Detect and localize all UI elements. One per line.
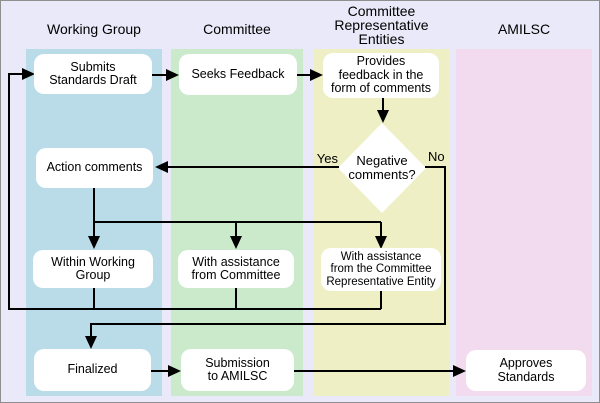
node-provides-feedback: Provides feedback in the form of comment… [323, 53, 439, 98]
lane-title-committee-representative-entities: Committee Representative Entities [334, 3, 429, 47]
node-seeks-feedback: Seeks Feedback [179, 54, 297, 95]
lane-title-working-group: Working Group [47, 21, 141, 37]
node-finalized: Finalized [34, 349, 151, 391]
yes-label: Yes [316, 151, 338, 166]
lane-committee-representative-entities [314, 49, 449, 396]
node-submits-standards-draft: Submits Standards Draft [34, 54, 152, 94]
node-submission-to-amilsc: Submission to AMILSC [181, 349, 294, 391]
node-approves-standards: Approves Standards [466, 350, 586, 391]
node-within-working-group: Within Working Group [33, 250, 153, 288]
decision-text: Negative comments? [348, 153, 416, 182]
node-action-comments: Action comments [36, 148, 153, 188]
lane-title-committee: Committee [203, 21, 271, 37]
lane-amilsc [456, 49, 592, 396]
lane-working-group [26, 49, 162, 396]
node-with-assistance-committee: With assistance from Committee [178, 250, 294, 288]
lane-committee [171, 49, 303, 396]
node-with-assistance-cre: With assistance from the Committee Repre… [321, 248, 441, 291]
lane-title-amilsc: AMILSC [497, 21, 551, 37]
no-label: No [428, 149, 445, 164]
